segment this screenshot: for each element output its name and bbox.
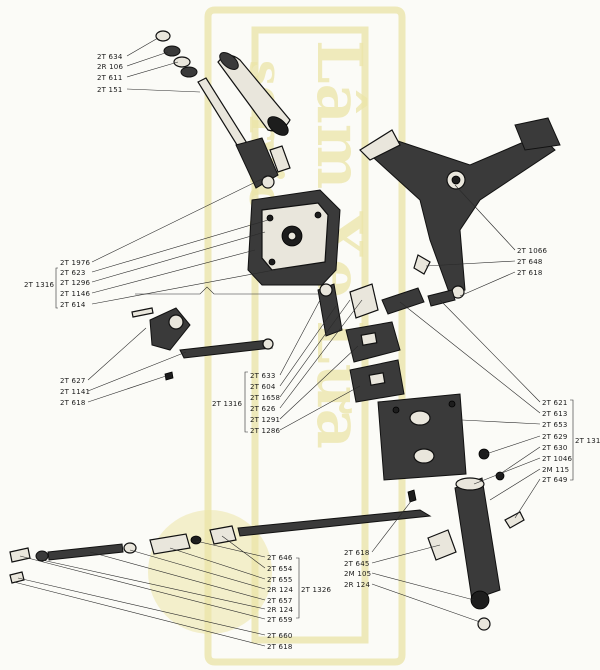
part-label: 2T 655	[267, 576, 293, 584]
part-label: 2T 660	[267, 632, 293, 640]
part-label: 2T 604	[250, 383, 276, 391]
part-label: 2T 1046	[542, 455, 573, 463]
part-label: 2T 1976	[60, 259, 91, 267]
part-label: 2T 653	[542, 421, 568, 429]
right-small-parts	[478, 448, 525, 529]
part-label: 2M 115	[542, 466, 569, 474]
part-label: 2T 634	[97, 53, 123, 61]
part-label: 2T 611	[97, 74, 123, 82]
part-label: 2T 618	[267, 643, 293, 651]
part-label: 2T 1291	[250, 416, 280, 424]
master-cylinder	[427, 477, 501, 631]
part-label: 2T 630	[542, 444, 568, 452]
part-label: 2T 614	[60, 301, 86, 309]
part-label: 2T 626	[250, 405, 276, 413]
gear-housing	[247, 189, 341, 286]
part-label: 2T 648	[517, 258, 543, 266]
part-label: 2T 1141	[60, 388, 90, 396]
part-labels: 2T 634 2R 106 2T 611 2T 151 2T 1976 2T 6…	[24, 53, 600, 651]
part-label: 2R 124	[267, 586, 293, 594]
part-label: 2T 649	[542, 476, 568, 484]
tube-sleeve	[217, 52, 291, 136]
top-nut-stack	[155, 30, 198, 78]
bottom-linkage	[9, 489, 432, 584]
part-label: 2T 618	[60, 399, 86, 407]
small-pin-left	[131, 307, 174, 381]
part-label: 2T 659	[267, 616, 293, 624]
mounting-plates	[345, 321, 405, 403]
part-label: 2R 124	[267, 606, 293, 614]
part-label: 2T 657	[267, 597, 293, 605]
pedal-assembly	[359, 117, 561, 299]
part-label: 2T 1066	[517, 247, 548, 255]
part-label: 2T 1146	[60, 290, 91, 298]
part-label: 2T 629	[542, 433, 568, 441]
part-label: 2R 106	[97, 63, 123, 71]
part-label: 2T 151	[97, 86, 123, 94]
part-label: 2T 613	[542, 410, 568, 418]
part-label: 2M 105	[344, 570, 371, 578]
part-label: 2T 1658	[250, 394, 280, 402]
part-label: 2T 621	[542, 399, 568, 407]
part-label: 2T 1316	[212, 400, 243, 408]
part-label: 2T 645	[344, 560, 370, 568]
part-label: 2T 618	[344, 549, 370, 557]
part-label: 2T 646	[267, 554, 293, 562]
part-label: 2T 618	[517, 269, 543, 277]
part-label: 2T 623	[60, 269, 86, 277]
steering-rod	[197, 77, 291, 189]
lever-arm-left	[149, 307, 274, 359]
part-label: 2T 627	[60, 377, 86, 385]
part-label: 2T 1296	[60, 279, 91, 287]
part-label: 2R 124	[344, 581, 370, 589]
part-label: 2T 654	[267, 565, 293, 573]
part-label: 2T 633	[250, 372, 276, 380]
part-label: 2T 1316	[24, 281, 55, 289]
part-label: 2T 1318	[575, 437, 600, 445]
part-label: 2T 1286	[250, 427, 281, 435]
part-label: 2T 1326	[301, 586, 332, 594]
leader-lines	[13, 37, 574, 647]
cover-plate	[377, 393, 467, 481]
